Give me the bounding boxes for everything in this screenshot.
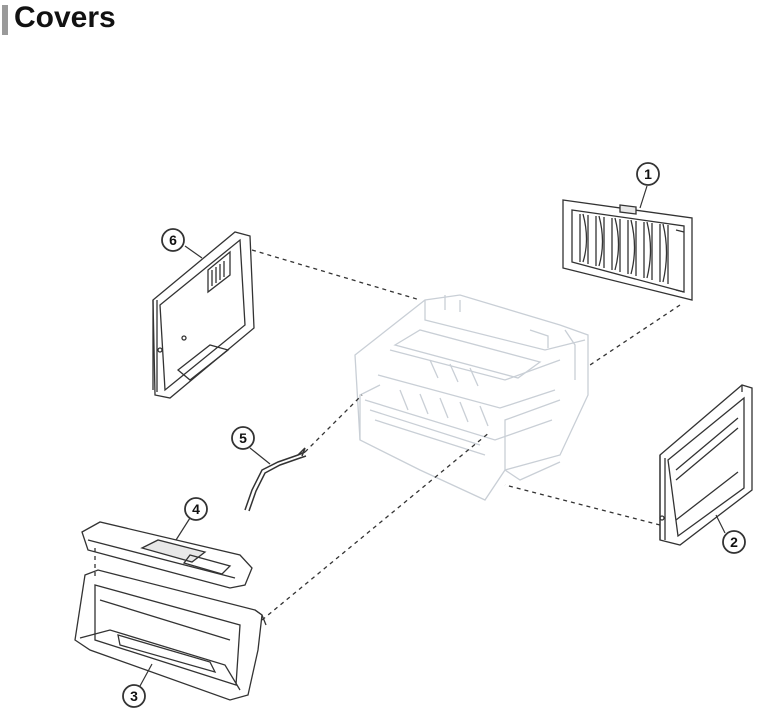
part-4-top-cover [81,521,253,589]
callout-4-label: 4 [192,501,200,517]
part-2-right-cover [659,384,753,546]
callout-4: 4 [184,497,208,521]
callout-5-label: 5 [239,430,247,446]
callout-2-label: 2 [730,534,738,550]
part-1-rear-door [562,199,693,301]
callout-5: 5 [231,426,255,450]
callout-3: 3 [122,684,146,708]
callout-1-label: 1 [644,166,652,182]
assembly-lines [94,249,681,621]
page-header: Covers [0,0,760,40]
page-title: Covers [14,1,116,34]
part-6-left-cover [152,231,255,399]
callout-1: 1 [636,162,660,186]
header-accent-bar [2,5,8,35]
callout-2: 2 [722,530,746,554]
callout-leaders [139,185,726,687]
part-5-link-rod [244,447,307,512]
callout-6-label: 6 [169,232,177,248]
part-3-front-cover [74,569,267,701]
callout-6: 6 [161,228,185,252]
callout-3-label: 3 [130,688,138,704]
printer-frame [354,294,589,501]
